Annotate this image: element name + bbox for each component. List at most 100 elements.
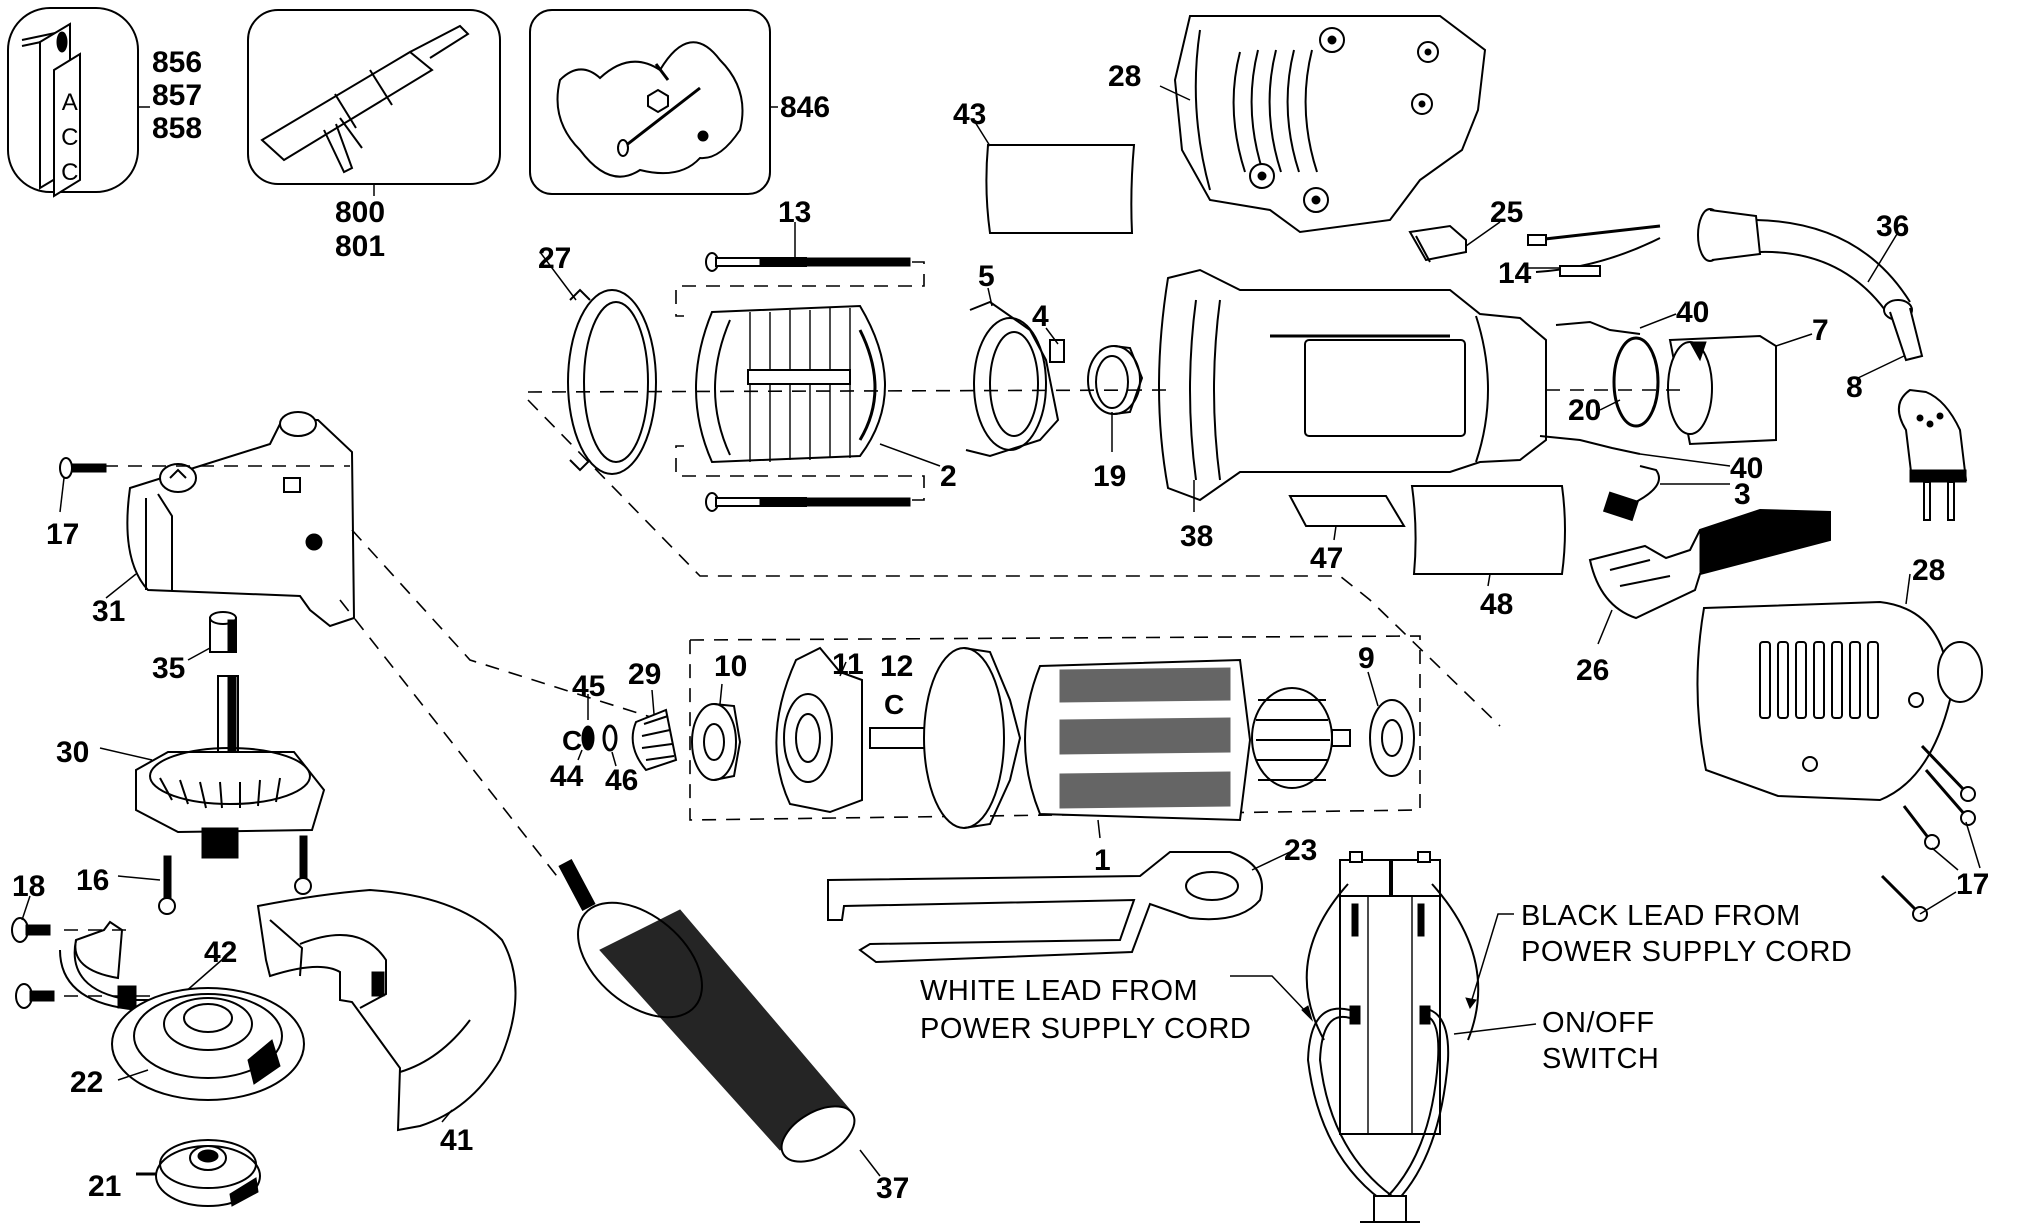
bearing-plate: 11: [775, 646, 864, 814]
part-label-25: 25: [1490, 196, 1523, 229]
armature-assembly-box: 1: [689, 635, 1421, 877]
callout-text: WHITE LEAD FROM: [920, 975, 1198, 1007]
part-label-8: 8: [1846, 371, 1863, 404]
part-label-2: 2: [940, 460, 957, 493]
part-label-10: 10: [714, 650, 747, 683]
part-label-3: 3: [1734, 478, 1751, 511]
part-label-41: 41: [440, 1124, 473, 1157]
spanner-wrench: 23: [827, 834, 1317, 964]
part-label-858: 858: [152, 112, 202, 145]
handle-half-bottom: 28: [1696, 554, 1983, 802]
gear-screws: 16 18: [11, 835, 312, 1009]
panel-letter-c: C: [61, 124, 79, 151]
part-label-35: 35: [152, 652, 185, 685]
part-label-21: 21: [88, 1170, 121, 1203]
part-label-37: 37: [876, 1172, 909, 1205]
part-label-38: 38: [1180, 520, 1213, 553]
callout-text: ON/OFF: [1542, 1007, 1655, 1039]
part-label-11: 11: [832, 648, 864, 681]
bearing: 9: [1358, 642, 1415, 777]
bag-icon: [556, 41, 744, 178]
callout-text: SWITCH: [1542, 1043, 1659, 1075]
panel-letter-c: C: [61, 159, 79, 186]
part-label-16: 16: [76, 864, 109, 897]
label-43: 43: [953, 98, 1136, 234]
part-label-800: 800: [335, 196, 385, 229]
callout-black-lead: BLACK LEAD FROM POWER SUPPLY CORD: [1465, 900, 1852, 1010]
kit-grease-gun: 800 801: [247, 9, 501, 263]
spindle-gear-assembly: 30: [56, 675, 326, 859]
retaining-ring-icon: C: [884, 689, 904, 720]
side-handle: 37: [558, 858, 909, 1205]
part-label-17: 17: [1956, 868, 1989, 901]
field-screws: 13: [675, 196, 925, 512]
part-label-9: 9: [1358, 642, 1375, 675]
part-label-856: 856: [152, 46, 202, 79]
part-label-22: 22: [70, 1066, 103, 1099]
cut-line: [527, 399, 1501, 727]
part-label-17: 17: [46, 518, 79, 551]
part-label-14: 14: [1498, 257, 1532, 290]
part-label-12: 12: [880, 650, 913, 683]
switch-lever: 26: [1576, 508, 1831, 687]
part-label-48: 48: [1480, 588, 1513, 621]
power-plug: 8: [1846, 355, 1968, 521]
wheel-guard: 41: [256, 888, 517, 1157]
backing-flange: 22: [70, 987, 305, 1101]
cut-line: [339, 599, 561, 881]
part-label-23: 23: [1284, 834, 1317, 867]
retaining-ring: C 12: [880, 650, 913, 720]
brush-icon: [56, 31, 68, 53]
kit-brush-pack: A C C 856 857 858: [7, 7, 202, 198]
part-label-26: 26: [1576, 654, 1609, 687]
part-label-29: 29: [628, 658, 661, 691]
handle-screws: 17: [1880, 744, 1989, 922]
part-label-30: 30: [56, 736, 89, 769]
part-label-13: 13: [778, 196, 811, 229]
part-label-44: 44: [550, 760, 584, 793]
part-label-45: 45: [572, 670, 605, 703]
panel-letter-a: A: [62, 89, 79, 116]
ball-bearing: 10: [691, 650, 747, 781]
bearing-retainer: 19: [1087, 345, 1144, 493]
part-label-36: 36: [1876, 210, 1909, 243]
motor-housing: 38: [1158, 268, 1547, 553]
part-label-31: 31: [92, 595, 125, 628]
fan-baffle: 27: [538, 242, 657, 475]
callout-text: POWER SUPPLY CORD: [920, 1013, 1251, 1045]
wiring-inset: [1305, 851, 1480, 1223]
part-label-4: 4: [1032, 300, 1049, 333]
callout-text: POWER SUPPLY CORD: [1521, 936, 1852, 968]
part-label-7: 7: [1812, 314, 1829, 347]
callout-white-lead: WHITE LEAD FROM POWER SUPPLY CORD: [920, 975, 1314, 1045]
switch-end-assembly: 20 7 40 40 3: [1539, 296, 1829, 522]
power-cord-assembly: 36 14: [1498, 208, 1924, 362]
part-label-47: 47: [1310, 542, 1343, 575]
centerline: [527, 389, 1169, 393]
cut-line: [351, 529, 661, 721]
callout-switch: ON/OFF SWITCH: [1453, 1007, 1659, 1075]
guard-clamp: 42: [59, 920, 237, 1014]
handle-half-top: 28: [1108, 15, 1487, 234]
small-parts-stack: C 45 44 46: [550, 670, 638, 797]
part-label-857: 857: [152, 79, 202, 112]
part-label-19: 19: [1093, 460, 1126, 493]
gear-case-screw: 17: [46, 457, 107, 551]
armature: [869, 647, 1351, 829]
part-label-846: 846: [780, 91, 830, 124]
retaining-ring-icon: C: [562, 725, 582, 756]
clamp-nut: 21: [88, 1139, 261, 1207]
part-label-5: 5: [978, 260, 995, 293]
kit-hardware-bag: 846: [529, 9, 830, 195]
part-label-801: 801: [335, 230, 385, 263]
grease-gun-icon: [260, 50, 434, 162]
part-label-1: 1: [1094, 844, 1111, 877]
part-label-28: 28: [1912, 554, 1945, 587]
part-label-18: 18: [12, 870, 45, 903]
pinion: 29: [628, 658, 678, 772]
part-label-27: 27: [538, 242, 571, 275]
gear-case: 31: [80, 411, 356, 628]
nameplate-labels: 47 48: [1288, 485, 1566, 621]
part-label-20: 20: [1568, 394, 1601, 427]
